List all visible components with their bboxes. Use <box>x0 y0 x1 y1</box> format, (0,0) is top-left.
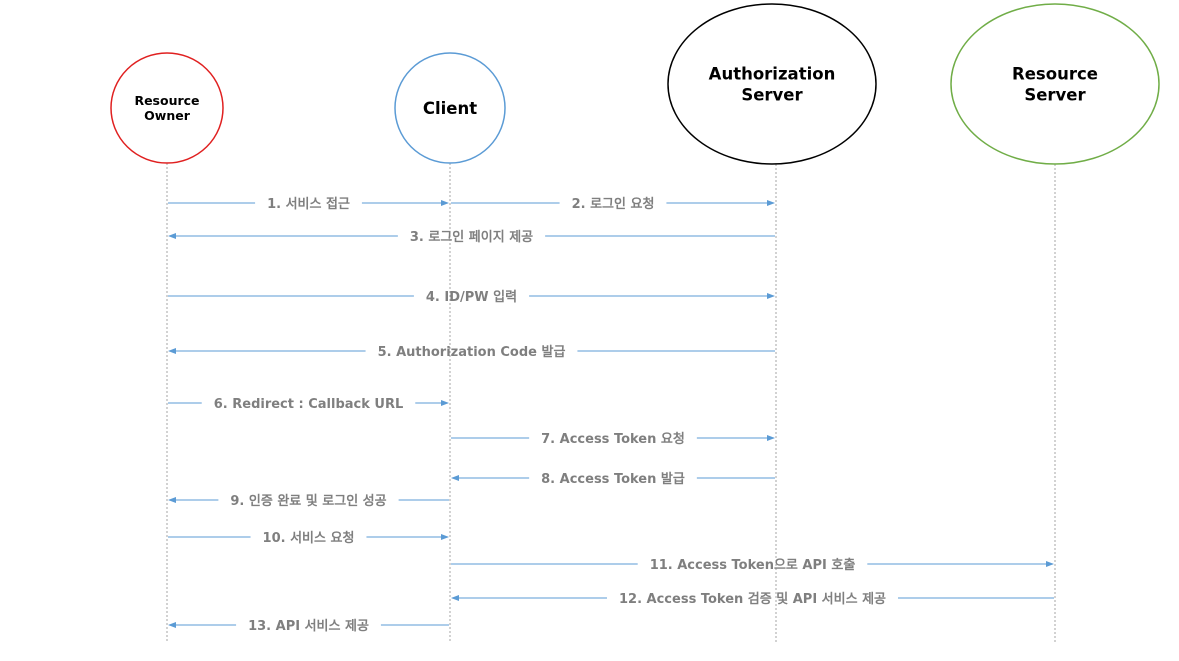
message-label: 10. 서비스 요청 <box>263 530 355 546</box>
actor-circle-resource <box>950 3 1160 165</box>
actor-circle-owner <box>110 52 224 164</box>
message-10: 10. 서비스 요청 <box>168 530 449 546</box>
message-label: 12. Access Token 검증 및 API 서비스 제공 <box>619 592 886 607</box>
message-8: 8. Access Token 발급 <box>451 471 775 487</box>
actor-label-resource-0: Resource <box>1012 64 1098 83</box>
message-7: 7. Access Token 요청 <box>451 431 775 447</box>
message-11: 11. Access Token으로 API 호출 <box>451 557 1054 573</box>
message-label: 4. ID/PW 입력 <box>426 290 517 305</box>
message-label: 8. Access Token 발급 <box>541 471 685 487</box>
message-1: 1. 서비스 접근 <box>168 196 449 212</box>
message-label: 11. Access Token으로 API 호출 <box>650 557 856 573</box>
message-12: 12. Access Token 검증 및 API 서비스 제공 <box>451 592 1054 607</box>
message-label: 6. Redirect : Callback URL <box>214 397 404 412</box>
message-6: 6. Redirect : Callback URL <box>168 397 449 412</box>
message-label: 13. API 서비스 제공 <box>248 619 369 634</box>
message-label: 2. 로그인 요청 <box>572 196 655 212</box>
message-13: 13. API 서비스 제공 <box>168 619 449 634</box>
message-9: 9. 인증 완료 및 로그인 성공 <box>168 493 449 509</box>
actor-label-owner-1: Owner <box>144 108 191 123</box>
actor-label-auth-0: Authorization <box>709 64 836 83</box>
actor-label-resource-1: Server <box>1024 85 1086 104</box>
actor-circle-client <box>394 52 506 164</box>
actor-label-owner-0: Resource <box>134 93 199 108</box>
message-3: 3. 로그인 페이지 제공 <box>168 229 775 245</box>
message-label: 5. Authorization Code 발급 <box>378 344 566 360</box>
message-4: 4. ID/PW 입력 <box>168 290 775 305</box>
actor-client: Client <box>394 52 506 642</box>
actor-circle-auth <box>667 3 877 165</box>
message-label: 1. 서비스 접근 <box>267 196 350 212</box>
message-label: 9. 인증 완료 및 로그인 성공 <box>230 493 386 509</box>
actor-label-auth-1: Server <box>741 85 803 104</box>
message-label: 7. Access Token 요청 <box>541 431 685 447</box>
actor-label-client-0: Client <box>423 99 477 118</box>
message-label: 3. 로그인 페이지 제공 <box>410 229 533 245</box>
message-5: 5. Authorization Code 발급 <box>168 344 775 360</box>
message-2: 2. 로그인 요청 <box>451 196 775 212</box>
